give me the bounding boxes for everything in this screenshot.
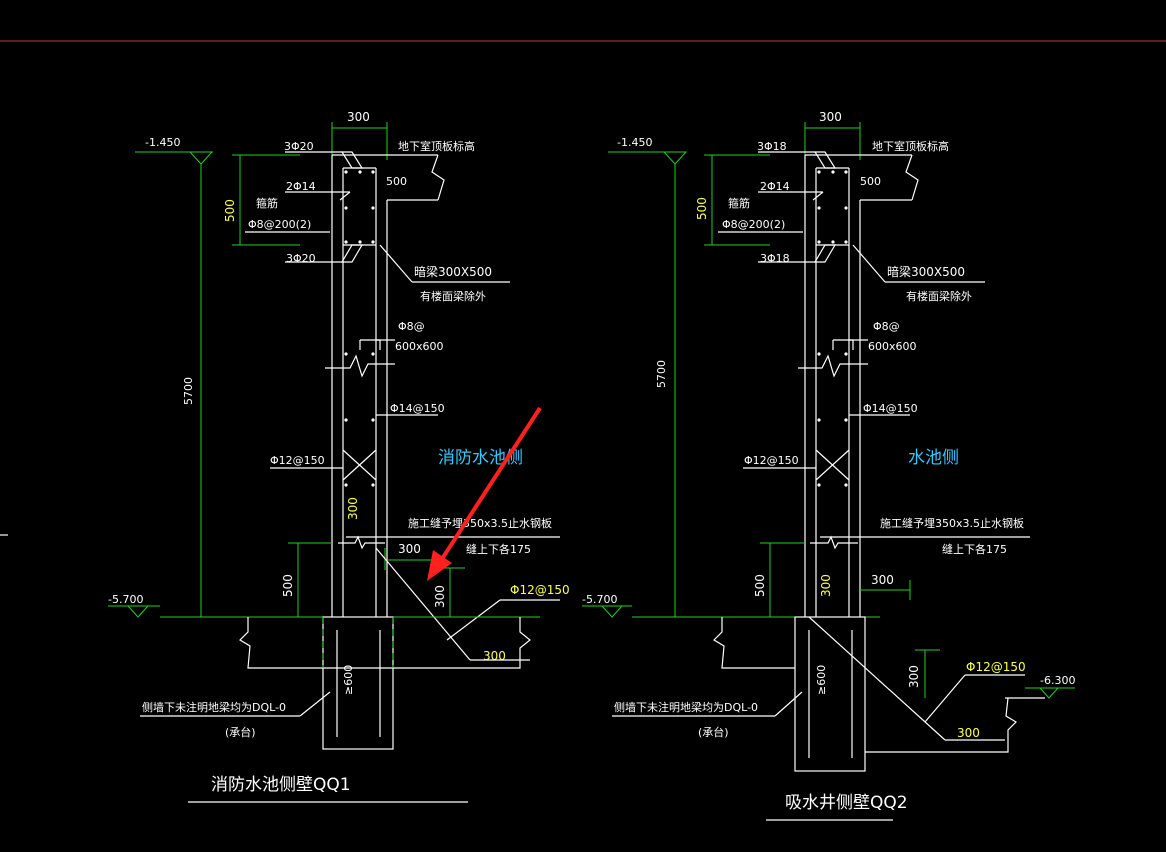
left-beam-line1: 暗梁300X500 (414, 264, 492, 279)
left-rebar-top: 3Φ20 (284, 140, 314, 153)
right-slab-500: 500 (860, 175, 881, 188)
left-rebar-mid: 2Φ14 (286, 180, 316, 193)
right-bar-14: Φ14@150 (863, 402, 918, 415)
left-stirrup-value: Φ8@200(2) (248, 218, 311, 231)
right-beam-line1: 暗梁300X500 (887, 264, 965, 279)
right-rebar-mid: 2Φ14 (760, 180, 790, 193)
left-joint-line2: 缝上下各175 (466, 542, 531, 556)
right-bar-12-left: Φ12@150 (744, 454, 799, 467)
right-tie-line2: 600x600 (868, 340, 917, 353)
right-stirrup-value: Φ8@200(2) (722, 218, 785, 231)
right-dim-5700: 5700 (655, 360, 668, 388)
right-elev-top-symbol (662, 151, 688, 165)
left-elev-bottom: -5.700 (108, 593, 143, 606)
right-elev-top: -1.450 (617, 136, 652, 149)
left-beam-line2: 有楼面梁除外 (420, 289, 486, 303)
left-bar-12-left: Φ12@150 (270, 454, 325, 467)
right-dim-500-upper: 500 (695, 197, 709, 220)
left-tie-line1: Φ8@ (398, 320, 425, 333)
left-side-label: 消防水池侧 (438, 448, 523, 468)
right-bar-12-right: Φ12@150 (966, 660, 1026, 674)
right-dim-600: ≥600 (815, 665, 828, 695)
left-foot-note1: 侧墙下未注明地梁均为DQL-0 (142, 700, 286, 714)
right-foot-note1: 侧墙下未注明地梁均为DQL-0 (614, 700, 758, 714)
left-title: 消防水池侧壁QQ1 (211, 775, 351, 795)
left-tie-line2: 600x600 (395, 340, 444, 353)
left-dim-600: ≥600 (342, 665, 355, 695)
left-elev-bottom-symbol (126, 605, 150, 618)
right-joint-line1: 施工缝予埋350x3.5止水钢板 (880, 516, 1024, 530)
left-slab-500: 500 (386, 175, 407, 188)
left-bar-14: Φ14@150 (390, 402, 445, 415)
right-tie-line1: Φ8@ (873, 320, 900, 333)
left-bar-12-right: Φ12@150 (510, 583, 570, 597)
right-joint-line2: 缝上下各175 (942, 542, 1007, 556)
right-title: 吸水井侧壁QQ2 (785, 793, 908, 813)
left-dim-500-upper: 500 (223, 199, 237, 222)
left-rebar-bot: 3Φ20 (286, 252, 316, 265)
right-dim-500-lower: 500 (753, 574, 767, 597)
right-rebar-bot: 3Φ18 (760, 252, 790, 265)
left-dim-300-vertical-c: 300 (433, 585, 447, 608)
left-rebar-dots (344, 170, 375, 487)
right-elev-bottom: -5.700 (582, 593, 617, 606)
right-elev-pit-symbol (1038, 687, 1060, 699)
right-dim-300-vertical-c: 300 (907, 665, 921, 688)
left-dim-300-vertical-a: 300 (346, 497, 360, 520)
right-dim-300-bottom-d: 300 (957, 726, 980, 740)
right-rebar-top: 3Φ18 (757, 140, 787, 153)
right-foot-note2: (承台) (698, 725, 729, 739)
right-elev-pit: -6.300 (1040, 674, 1075, 687)
right-dim-300-vertical-a: 300 (819, 574, 833, 597)
left-elev-top: -1.450 (145, 136, 180, 149)
left-dim-300-top: 300 (347, 110, 370, 124)
annotation-arrow (427, 406, 542, 581)
right-side-label: 水池侧 (908, 448, 959, 468)
right-beam-line2: 有楼面梁除外 (906, 289, 972, 303)
right-stirrup-label: 箍筋 (728, 196, 750, 210)
left-slab-label: 地下室顶板标高 (398, 139, 475, 153)
right-dim-300-top: 300 (819, 110, 842, 124)
right-dim-300-horizontal-b: 300 (871, 573, 894, 587)
left-stirrup-label: 箍筋 (256, 196, 278, 210)
right-section-qq2: -1.450 -5.700 5700 500 300 (582, 110, 1075, 821)
left-foot-note2: (承台) (225, 725, 256, 739)
left-elev-top-symbol (188, 151, 214, 165)
left-dim-300-bottom-d: 300 (483, 649, 506, 663)
left-dim-5700: 5700 (182, 377, 195, 405)
right-elev-bottom-symbol (600, 605, 624, 618)
left-dim-300-horizontal-b: 300 (398, 542, 421, 556)
left-section-qq1: -1.450 -5.700 5700 500 300 (108, 110, 570, 803)
right-slab-label: 地下室顶板标高 (872, 139, 949, 153)
right-rebar-dots (817, 170, 848, 487)
left-dim-500-lower: 500 (281, 574, 295, 597)
left-joint-line1: 施工缝予埋350x3.5止水钢板 (408, 516, 552, 530)
